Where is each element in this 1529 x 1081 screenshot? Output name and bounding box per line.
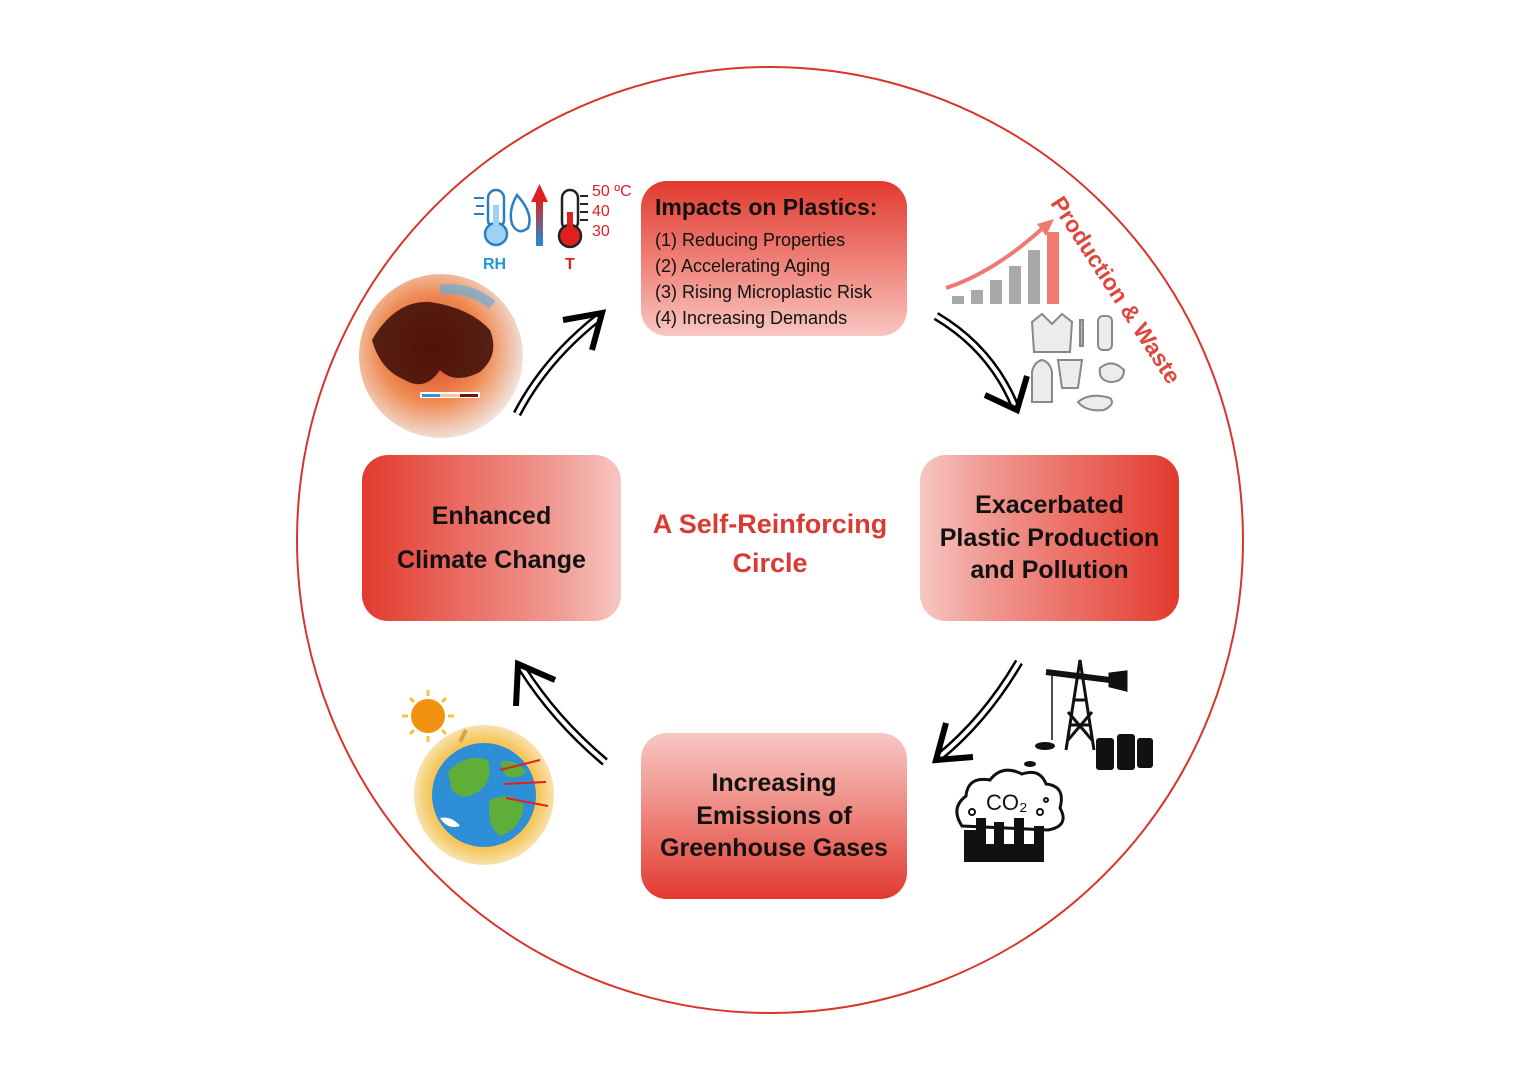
humidity-thermometer-icon [474,188,531,247]
oil-derrick-icon [1045,659,1128,751]
plastic-production-pollution-box: Exacerbated Plastic Production and Pollu… [920,455,1179,621]
arrow-impacts-to-production [933,312,1030,415]
box-line: Exacerbated [975,491,1124,520]
box-line: Increasing [711,769,837,798]
plastic-waste-icon [1030,312,1126,412]
co2-label: CO₂ [986,790,1028,815]
box-line: Greenhouse Gases [660,834,888,863]
sun-icon [402,690,454,742]
impact-item: (1) Reducing Properties [655,229,846,250]
outer-circle [296,66,1244,1014]
oil-barrels-icon [1024,734,1153,770]
impacts-on-plastics-box: Impacts on Plastics: (1) Reducing Proper… [641,181,907,336]
center-title-line: A Self-Reinforcing [652,509,888,539]
enhanced-climate-change-box: Enhanced Climate Change [362,455,621,621]
box-line: Emissions of [696,801,852,830]
greenhouse-earth-icon [414,725,554,865]
impact-item: (3) Rising Microplastic Risk [655,282,873,303]
temp-40-label: 40 [592,203,610,220]
box-line: Plastic Production [939,523,1160,552]
box-line: Enhanced [431,501,552,530]
production-waste-label: Production & Waste [1046,192,1186,389]
impact-item: (4) Increasing Demands [655,308,848,329]
temp-50-label: 50 ºC [592,183,632,200]
center-title-line: Circle [732,548,808,579]
arrow-climate-to-impacts [513,309,607,417]
impact-item: (2) Accelerating Aging [655,255,831,276]
temp-30-label: 30 [592,223,610,240]
production-growth-chart-icon [945,219,1059,304]
arrow-emissions-to-climate [513,659,608,766]
greenhouse-gas-emissions-box: Increasing Emissions of Greenhouse Gases [641,733,907,899]
t-label: T [565,256,575,273]
rh-label: RH [483,256,507,273]
box-line: and Pollution [970,556,1129,585]
box-line: Climate Change [397,546,586,574]
rising-arrow-icon [531,184,548,246]
factory-co2-icon [955,768,1065,862]
center-title: A Self-Reinforcing Circle [620,505,920,583]
heat-globe-icon [359,274,523,438]
arrow-production-to-emissions [931,659,1023,764]
impacts-title: Impacts on Plastics: [655,194,878,220]
temperature-thermometer-icon [557,188,588,249]
